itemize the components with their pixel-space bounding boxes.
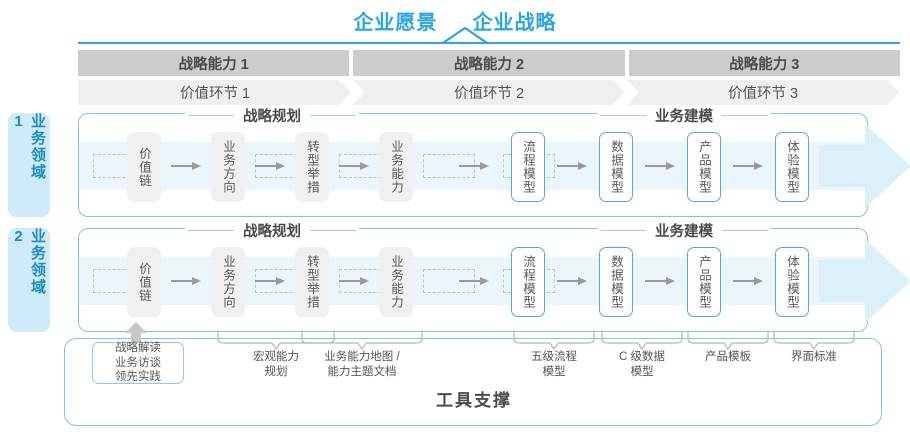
section-divider-right	[722, 229, 768, 232]
annotation-capability-map: 业务能力地图 / 能力主题文档	[300, 350, 424, 380]
node-value-chain-1[interactable]: 价值链	[127, 132, 161, 202]
connector-arrow-icon	[255, 277, 287, 286]
annotation-macro-capability: 宏观能力 规划	[216, 350, 336, 380]
section-title-modeling-2: 业务建模	[597, 220, 771, 241]
node-business-direction-1[interactable]: 业务方向	[211, 132, 245, 202]
section-title-planning-1: 战略规划	[185, 105, 359, 126]
bracket-connector-4	[601, 332, 683, 350]
section-label: 业务建模	[655, 109, 713, 125]
flow-arrow-1-icon	[819, 124, 910, 208]
capability-cell-1[interactable]: 战略能力 1	[78, 50, 350, 76]
node-data-model-2[interactable]: 数据模型	[599, 247, 633, 317]
section-divider-left	[600, 229, 646, 232]
connector-arrow-icon	[255, 162, 287, 171]
process-row-1: 价值链 业务方向 转型举措 业务能力 流程模型 数据模型 产品模型 体验模型	[78, 113, 910, 217]
connector-arrow-icon	[733, 277, 765, 286]
vision-strategy-title: 企业愿景 企业战略	[0, 6, 910, 35]
node-transform-action-1[interactable]: 转型举措	[295, 132, 329, 202]
node-business-capability-2[interactable]: 业务能力	[379, 247, 413, 317]
annotation-line-2: 规划	[264, 365, 288, 378]
node-business-capability-1[interactable]: 业务能力	[379, 132, 413, 202]
connector-arrow-icon	[557, 162, 589, 171]
enterprise-strategy-label: 企业战略	[472, 12, 557, 34]
domain-label-1[interactable]: 业务领域 1	[8, 113, 50, 217]
node-data-model-1[interactable]: 数据模型	[599, 132, 633, 202]
annotation-line-2: 模型	[630, 365, 654, 378]
callout-up-arrow-icon	[125, 322, 147, 344]
annotation-ui-standard: 界面标准	[772, 350, 856, 365]
node-experience-model-2[interactable]: 体验模型	[775, 247, 809, 317]
connector-arrow-icon	[557, 277, 589, 286]
value-link-bar: 价值环节 1 价值环节 2 价值环节 3	[78, 80, 900, 105]
callout-line-2: 业务访谈	[115, 356, 161, 369]
connector-arrow-icon	[459, 162, 491, 171]
section-divider-left	[600, 114, 646, 117]
section-divider-right	[310, 114, 356, 117]
node-transform-action-2[interactable]: 转型举措	[295, 247, 329, 317]
tool-support-label: 工具支撑	[436, 391, 512, 410]
connector-arrow-icon	[645, 162, 677, 171]
section-label: 业务建模	[655, 224, 713, 240]
annotation-line-1: 五级流程	[531, 351, 577, 363]
annotation-c-level-data: C 级数据 模型	[600, 350, 684, 380]
node-product-model-2[interactable]: 产品模型	[687, 247, 721, 317]
bracket-connector-3	[513, 332, 595, 350]
annotation-line-1: 产品模板	[705, 351, 751, 363]
annotation-five-level-process: 五级流程 模型	[512, 350, 596, 380]
callout-line-3: 领先实践	[115, 371, 161, 384]
strategy-capability-bar: 战略能力 1 战略能力 2 战略能力 3	[78, 50, 900, 76]
value-link-cell-3[interactable]: 价值环节 3	[727, 86, 799, 102]
value-link-cell-1[interactable]: 价值环节 1	[179, 86, 251, 102]
bracket-connector-1	[217, 332, 335, 350]
annotation-product-template: 产品模板	[686, 350, 770, 365]
connector-arrow-icon	[339, 162, 371, 171]
annotation-line-1: 宏观能力	[253, 351, 299, 363]
node-process-model-2[interactable]: 流程模型	[511, 247, 545, 317]
bracket-connector-6	[773, 332, 855, 350]
node-process-model-1[interactable]: 流程模型	[511, 132, 545, 202]
section-divider-left	[188, 229, 234, 232]
section-label: 战略规划	[243, 109, 301, 125]
connector-arrow-icon	[733, 162, 765, 171]
enterprise-vision-label: 企业愿景	[353, 12, 438, 34]
annotation-line-1: 界面标准	[791, 351, 837, 363]
connector-arrow-icon	[459, 277, 491, 286]
section-label: 战略规划	[243, 224, 301, 240]
section-divider-right	[722, 114, 768, 117]
connector-arrow-icon	[645, 277, 677, 286]
value-link-cell-2[interactable]: 价值环节 2	[453, 86, 525, 102]
connector-arrow-icon	[339, 277, 371, 286]
section-divider-right	[310, 229, 356, 232]
connector-arrow-icon	[171, 277, 203, 286]
annotation-line-2: 模型	[542, 365, 566, 378]
section-divider-left	[188, 114, 234, 117]
annotation-line-2: 能力主题文档	[327, 365, 397, 378]
vision-peak-icon	[443, 27, 487, 43]
vision-baseline	[78, 42, 900, 44]
process-row-2: 价值链 业务方向 转型举措 业务能力 流程模型 数据模型 产品模型 体验模型	[78, 228, 910, 332]
domain-label-2[interactable]: 业务领域 2	[8, 228, 50, 332]
bracket-connector-5	[687, 332, 769, 350]
node-business-direction-2[interactable]: 业务方向	[211, 247, 245, 317]
annotation-line-1: 业务能力地图 /	[324, 351, 400, 363]
node-experience-model-1[interactable]: 体验模型	[775, 132, 809, 202]
annotation-line-1: C 级数据	[619, 351, 665, 363]
section-title-modeling-1: 业务建模	[597, 105, 771, 126]
tool-support-container: 工具支撑	[64, 338, 882, 426]
connector-arrow-icon	[171, 162, 203, 171]
callout-line-1: 战略解读	[115, 341, 161, 354]
callout-strategy-inputs[interactable]: 战略解读 业务访谈 领先实践	[92, 342, 184, 384]
flow-arrow-2-icon	[819, 239, 910, 323]
node-product-model-1[interactable]: 产品模型	[687, 132, 721, 202]
capability-cell-2[interactable]: 战略能力 2	[353, 50, 625, 76]
section-title-planning-2: 战略规划	[185, 220, 359, 241]
bracket-connector-2	[301, 332, 423, 350]
capability-cell-3[interactable]: 战略能力 3	[628, 50, 900, 76]
node-value-chain-2[interactable]: 价值链	[127, 247, 161, 317]
